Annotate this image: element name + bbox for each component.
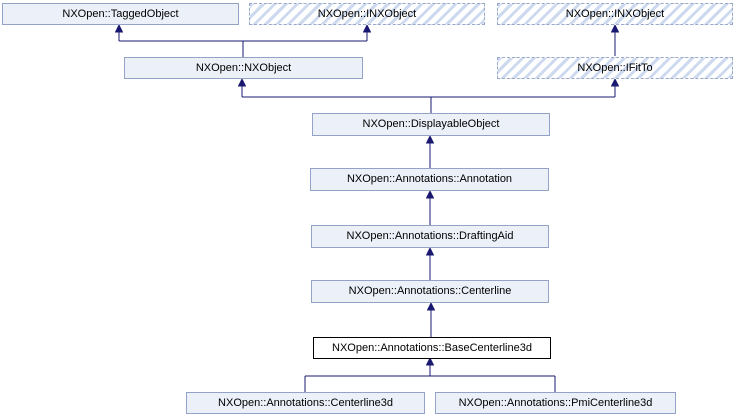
class-node-ifitto: NXOpen::IFitTo xyxy=(497,57,733,79)
class-node-nxobject[interactable]: NXOpen::NXObject xyxy=(124,57,363,79)
class-node-pmicenterline3d[interactable]: NXOpen::Annotations::PmiCenterline3d xyxy=(435,392,676,414)
class-node-taggedobject[interactable]: NXOpen::TaggedObject xyxy=(2,3,239,25)
class-node-centerline[interactable]: NXOpen::Annotations::Centerline xyxy=(311,280,549,303)
class-node-draftingaid[interactable]: NXOpen::Annotations::DraftingAid xyxy=(311,225,549,248)
class-node-basecenterline3d: NXOpen::Annotations::BaseCenterline3d xyxy=(313,337,551,359)
class-node-annotation[interactable]: NXOpen::Annotations::Annotation xyxy=(310,168,549,191)
class-node-centerline3d[interactable]: NXOpen::Annotations::Centerline3d xyxy=(186,392,425,414)
class-node-inxobject-right: NXOpen::INXObject xyxy=(497,3,733,25)
class-node-displayableobject[interactable]: NXOpen::DisplayableObject xyxy=(312,113,550,136)
class-node-inxobject-left: NXOpen::INXObject xyxy=(249,3,485,25)
